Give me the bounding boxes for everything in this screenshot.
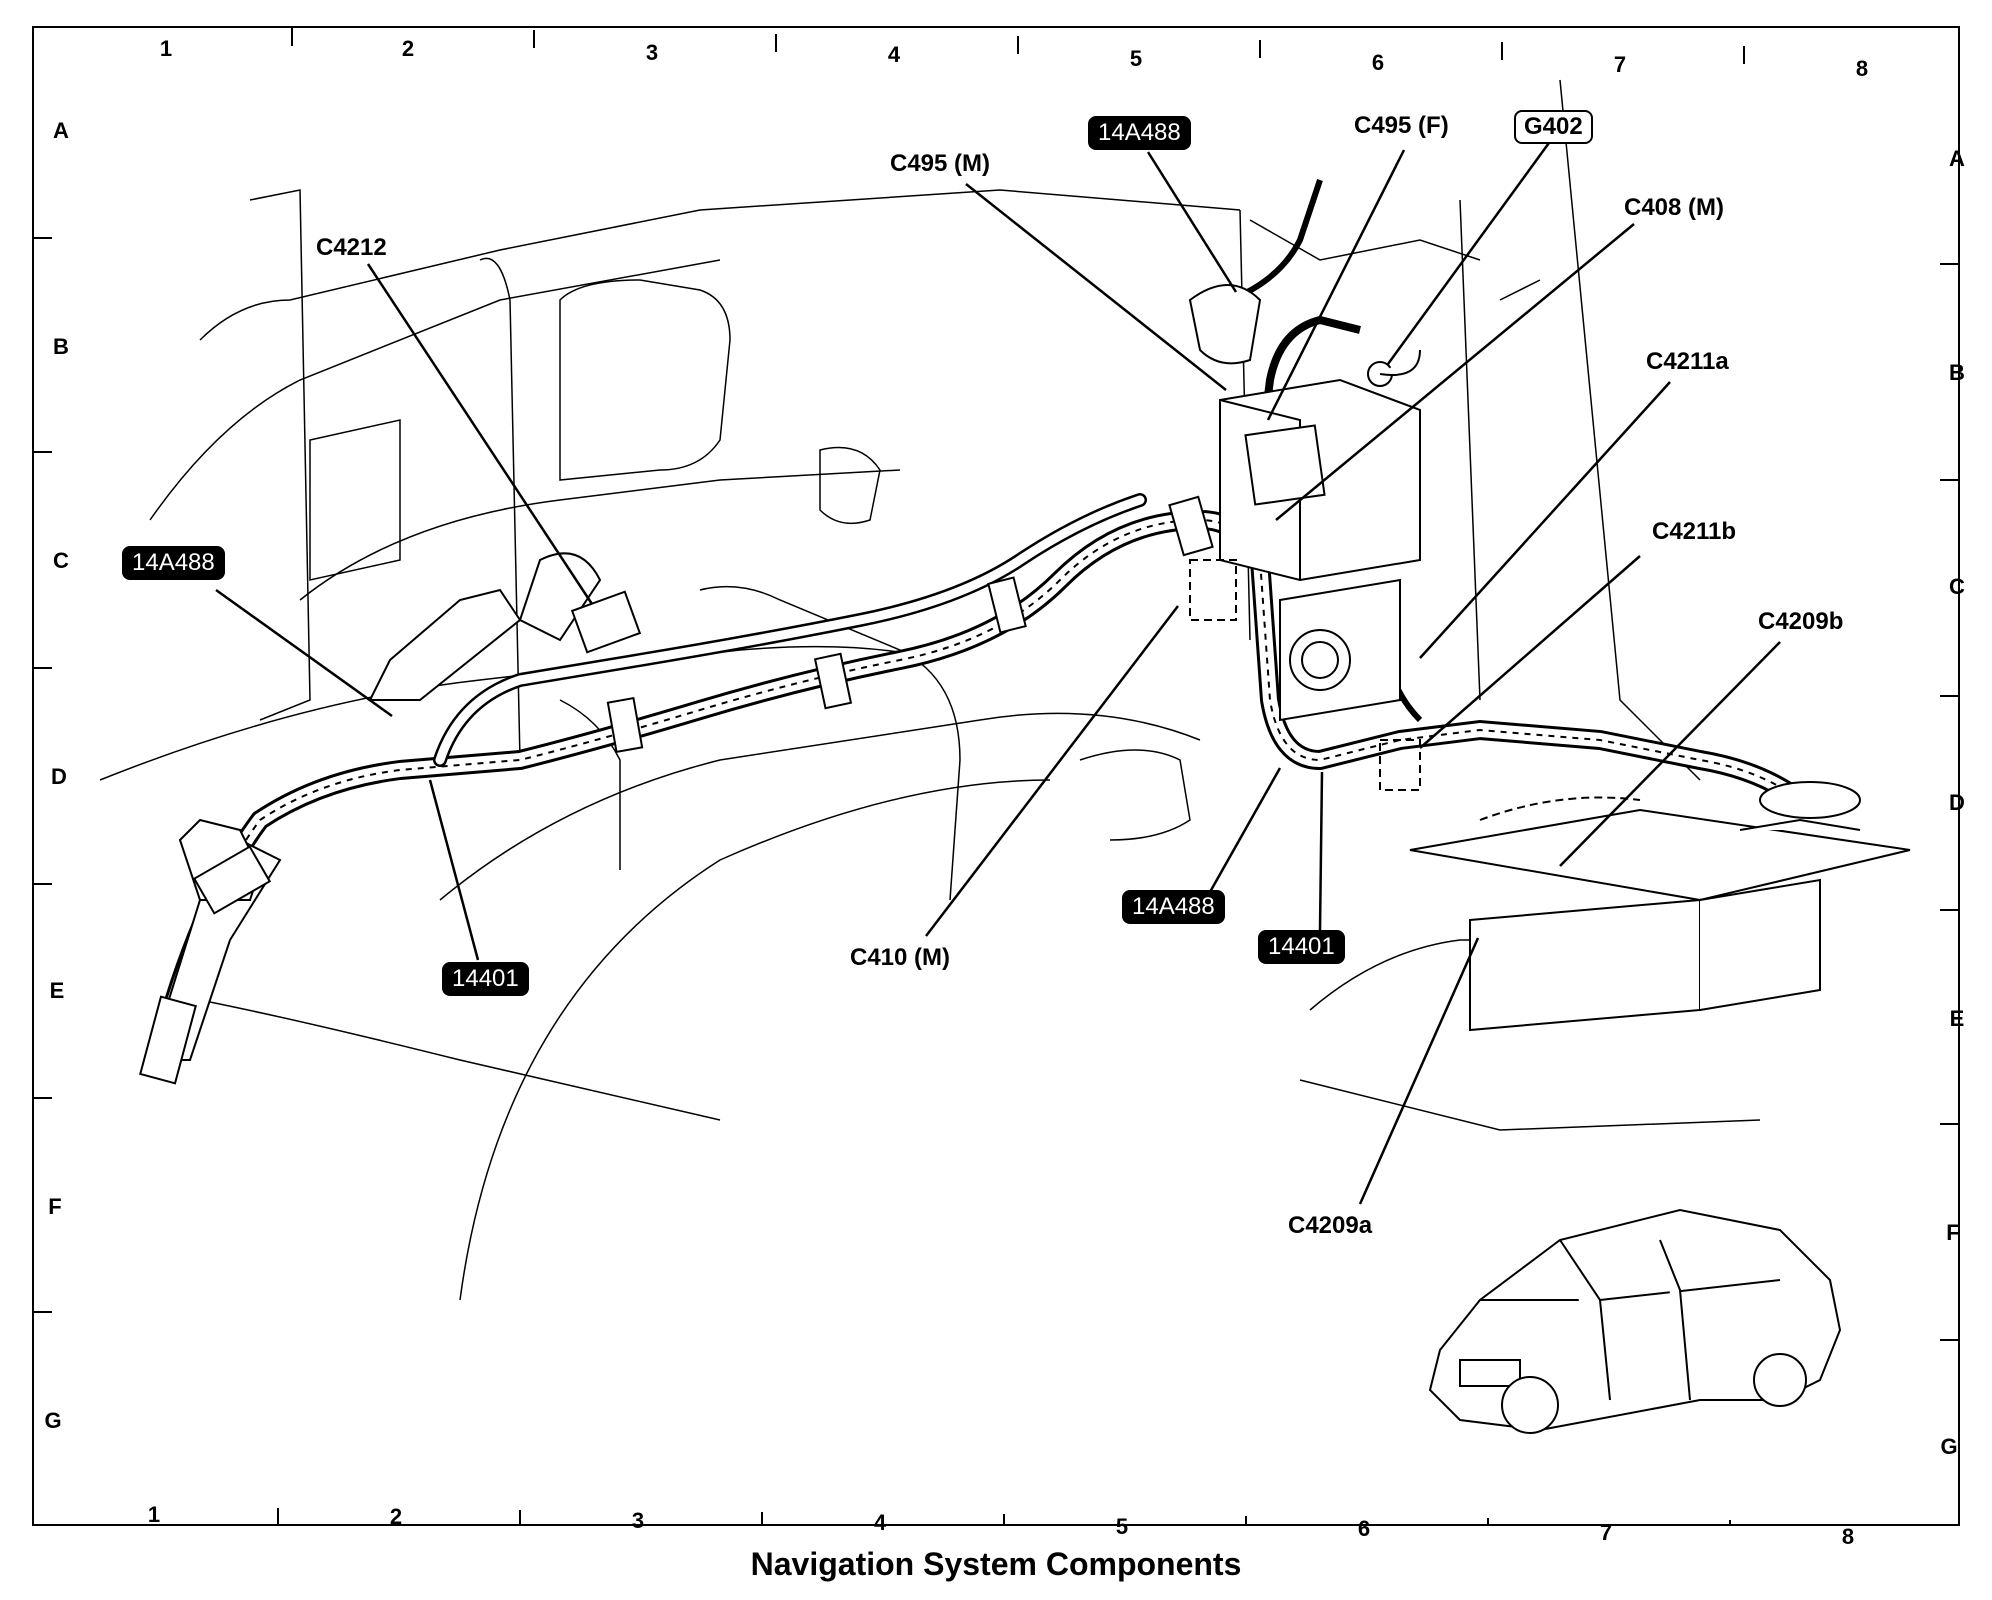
grid-ticks	[34, 28, 1958, 1524]
callout-c410-m: C410 (M)	[850, 944, 951, 971]
ground-g402	[1367, 349, 1421, 387]
grid-col-top-6: 6	[1371, 50, 1385, 75]
grid-col-top-2: 2	[401, 36, 415, 61]
grid-row-right-d: D	[1949, 790, 1965, 815]
harness-duct-left	[148, 552, 602, 1061]
grid-col-top-5: 5	[1129, 46, 1143, 71]
grid-row-left-e: E	[49, 978, 65, 1003]
grid-col-bottom-8: 8	[1841, 1524, 1855, 1549]
grid-row-right-e: E	[1949, 1006, 1965, 1031]
harness-plug-left	[139, 845, 272, 1085]
grid-col-top-4: 4	[887, 42, 901, 67]
grid-row-left-g: G	[44, 1408, 62, 1433]
grid-col-bottom-7: 7	[1599, 1520, 1613, 1545]
diagram-caption: Navigation System Components	[750, 1546, 1242, 1582]
callout-c4212: C4212	[316, 234, 387, 261]
grid-row-left-a: A	[53, 118, 69, 143]
callout-c408-m: C408 (M)	[1624, 194, 1725, 221]
grid-col-top-3: 3	[645, 40, 659, 65]
grid-col-bottom-3: 3	[631, 1508, 645, 1533]
tag-14a488-mid: 14A488	[1122, 890, 1225, 924]
grid-col-bottom-2: 2	[389, 1504, 403, 1529]
body-panels	[99, 79, 1761, 1301]
wiring-harness	[150, 179, 1810, 1060]
grid-row-right-b: B	[1949, 360, 1965, 385]
grid-row-right-g: G	[1940, 1434, 1958, 1459]
diagram-border	[32, 26, 1960, 1526]
connector-c4212	[570, 590, 642, 654]
navigation-module	[1188, 284, 1421, 722]
grid-row-left-d: D	[51, 764, 67, 789]
grid-col-top-1: 1	[159, 36, 173, 61]
tag-14401-left: 14401	[442, 962, 529, 996]
grid-col-top-8: 8	[1855, 56, 1869, 81]
grid-col-top-7: 7	[1613, 52, 1627, 77]
grid-row-left-b: B	[53, 334, 69, 359]
vehicle-locator-icon	[1428, 1208, 1842, 1434]
grid-col-bottom-6: 6	[1357, 1516, 1371, 1541]
grid-row-right-a: A	[1949, 146, 1965, 171]
antenna-tray	[1409, 781, 1911, 1032]
grid-row-left-f: F	[48, 1194, 62, 1219]
grid-row-left-c: C	[53, 548, 69, 573]
tag-14a488-top: 14A488	[1088, 116, 1191, 150]
leader-lines	[215, 135, 1781, 1205]
callout-c4209a: C4209a	[1288, 1212, 1373, 1239]
harness-clips	[606, 495, 1214, 754]
callout-c495-m: C495 (M)	[890, 150, 991, 177]
tag-14a488-left: 14A488	[122, 546, 225, 580]
callout-c4209b: C4209b	[1758, 608, 1844, 635]
callout-c495-f: C495 (F)	[1354, 112, 1449, 139]
callout-c4211b: C4211b	[1652, 518, 1737, 545]
grid-col-bottom-5: 5	[1115, 1514, 1129, 1539]
tag-14401-right: 14401	[1258, 930, 1345, 964]
grid-col-bottom-4: 4	[873, 1510, 887, 1535]
grid-row-right-c: C	[1949, 574, 1965, 599]
callout-c4211a: C4211a	[1646, 348, 1729, 375]
tag-g402: G402	[1514, 110, 1593, 144]
hidden-connectors	[1189, 559, 1641, 821]
grid-row-right-f: F	[1946, 1220, 1960, 1245]
grid-col-bottom-1: 1	[147, 1502, 161, 1527]
